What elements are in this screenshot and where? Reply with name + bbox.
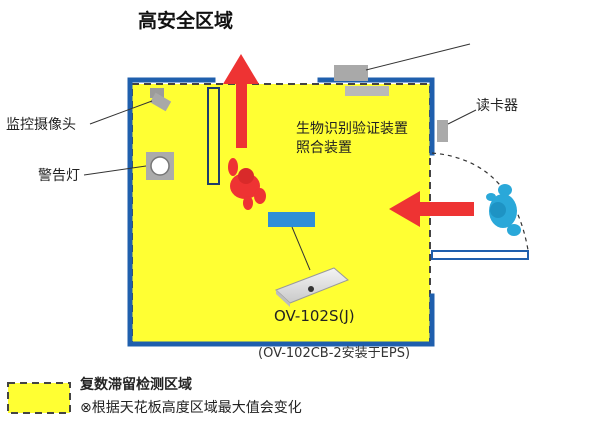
biometric-label-line2: 照合装置	[296, 140, 352, 156]
person-inside-icon	[228, 158, 266, 210]
entry-arrow-left	[389, 191, 474, 227]
exit-arrow-up	[223, 54, 259, 148]
person-outside-icon	[486, 184, 521, 236]
warning-light-icon	[146, 152, 174, 180]
card-reader-leader-line	[447, 109, 477, 125]
legend-note: ⊗根据天花板高度区域最大值会变化	[80, 400, 302, 416]
sensor-indicator	[268, 212, 315, 227]
camera-label: 监控摄像头	[6, 117, 76, 133]
camera-leader-line	[89, 100, 153, 125]
eps-note-label: (OV-102CB-2安装于EPS)	[258, 346, 411, 361]
biometric-label-line1: 生物识别验证装置	[296, 121, 408, 137]
card-reader-icon	[437, 120, 448, 142]
warning-light-leader-line	[83, 165, 147, 176]
camera-icon	[150, 88, 172, 112]
biometric-device-icon	[334, 65, 389, 96]
legend-title: 复数滞留检测区域	[80, 377, 192, 393]
door-panel	[431, 250, 529, 260]
door-swing-arc	[431, 152, 529, 251]
biometric-leader-line	[365, 43, 471, 71]
card-reader-label: 读卡器	[476, 98, 518, 114]
partition-wall	[207, 87, 220, 185]
warning-light-label: 警告灯	[38, 168, 80, 184]
legend-swatch	[7, 382, 71, 414]
sensor-device-icon	[275, 267, 349, 307]
sensor-leader-line	[291, 226, 311, 271]
sensor-model-label: OV-102S(J)	[274, 307, 355, 325]
diagram-title: 高安全区域	[138, 10, 234, 32]
